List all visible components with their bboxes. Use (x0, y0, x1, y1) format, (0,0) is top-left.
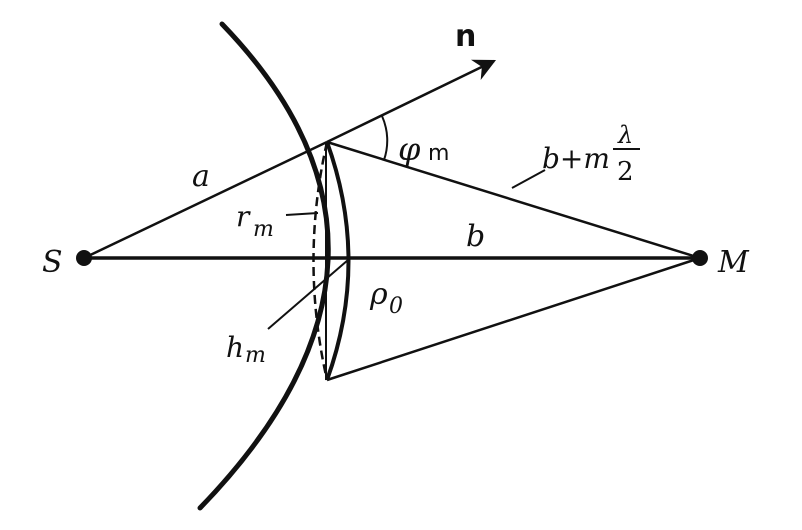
normal-label: n (455, 19, 476, 54)
ray-bottom-to-m (326, 256, 701, 382)
observer-point (692, 250, 708, 266)
wavefront-arc (197, 21, 331, 511)
two-label: 2 (617, 157, 634, 187)
leader-path-b (511, 169, 546, 189)
rho-label: ρ (369, 277, 388, 312)
dist-b-label: b (466, 219, 485, 254)
angle-arc (381, 115, 389, 161)
dist-a-label: a (192, 159, 210, 194)
radius-r-label: r (236, 200, 251, 233)
path-b-label: b+m (542, 142, 610, 175)
radius-r-sub: m (253, 217, 274, 242)
zone-cap-arc (325, 141, 351, 381)
height-h-sub: m (245, 343, 266, 368)
angle-phi-sub: m (428, 141, 449, 166)
source-point (76, 250, 92, 266)
source-label: S (42, 245, 63, 280)
normal-vector (326, 59, 497, 144)
rho-sub: 0 (389, 294, 403, 319)
observer-label: M (717, 245, 750, 280)
zone-chord-dashed (312, 141, 329, 381)
leader-rm (285, 212, 319, 216)
ray-top-to-m (326, 140, 701, 260)
ray-s-to-top (83, 140, 328, 260)
lambda-label: λ (617, 121, 633, 149)
leader-hm (267, 259, 349, 330)
angle-phi-label: φ (398, 130, 421, 168)
height-h-label: h (226, 331, 244, 364)
